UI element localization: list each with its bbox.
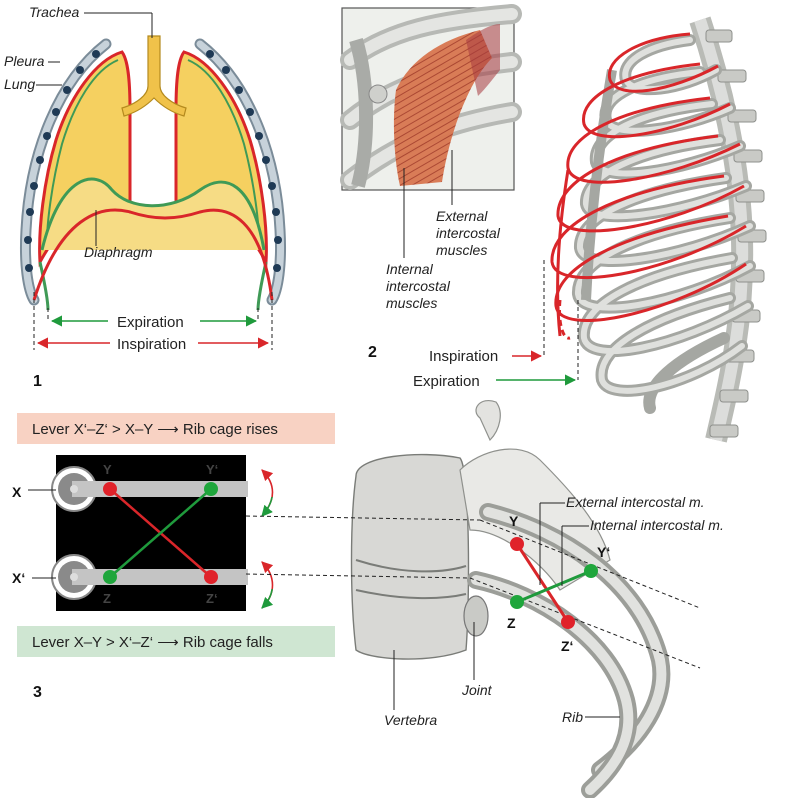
- label-expiration-2: Expiration: [413, 373, 480, 390]
- label-pleura: Pleura: [4, 53, 45, 69]
- label-joint: Joint: [461, 682, 493, 698]
- lever-rise-text: Lever X‘–Z‘ > X–Y ⟶ Rib cage rises: [32, 421, 278, 438]
- point-y-prime: [204, 482, 218, 496]
- vertebra-illustration: [352, 401, 662, 790]
- point-y: [103, 482, 117, 496]
- label-external-2: intercostal: [436, 225, 501, 241]
- point-z: [103, 570, 117, 584]
- label-internal-intercostal: Internal intercostal m.: [590, 517, 724, 533]
- panel-number-3: 3: [33, 684, 42, 701]
- panel-2-ribcage: External intercostal muscles Internal in…: [342, 8, 766, 440]
- label-x: X: [12, 484, 22, 500]
- label-rib: Rib: [562, 709, 583, 725]
- label-internal-3: muscles: [386, 295, 437, 311]
- label-vertebra: Vertebra: [384, 712, 437, 728]
- label-inspiration-1: Inspiration: [117, 336, 186, 353]
- label-external-intercostal: External intercostal m.: [566, 494, 705, 510]
- svg-text:Z: Z: [507, 615, 516, 631]
- svg-text:Z‘: Z‘: [561, 638, 573, 654]
- label-inspiration-2: Inspiration: [429, 348, 498, 365]
- label-external-1: External: [436, 208, 488, 224]
- svg-text:Y: Y: [103, 462, 112, 477]
- label-external-3: muscles: [436, 242, 487, 258]
- label-expiration-1: Expiration: [117, 314, 184, 331]
- svg-text:Z‘: Z‘: [206, 591, 218, 606]
- panel-1-thorax: Trachea Pleura Lung Diaphragm Expiration…: [4, 4, 282, 390]
- lever-fall-text: Lever X–Y > X‘–Z‘ ⟶ Rib cage falls: [32, 634, 273, 651]
- svg-text:Z: Z: [103, 591, 111, 606]
- point-z-prime: [204, 570, 218, 584]
- label-trachea: Trachea: [29, 4, 80, 20]
- panel-number-2: 2: [368, 344, 377, 361]
- label-diaphragm: Diaphragm: [84, 244, 153, 260]
- label-internal-1: Internal: [386, 261, 434, 277]
- label-lung: Lung: [4, 76, 35, 92]
- panel-number-1: 1: [33, 373, 42, 390]
- svg-text:Y‘: Y‘: [597, 544, 610, 560]
- label-internal-2: intercostal: [386, 278, 451, 294]
- label-x-prime: X‘: [12, 570, 25, 586]
- svg-text:Y‘: Y‘: [206, 462, 218, 477]
- panel-3-lever: Lever X‘–Z‘ > X–Y ⟶ Rib cage rises Lever…: [12, 401, 724, 790]
- svg-text:Y: Y: [509, 513, 519, 529]
- ribcage-side: [552, 20, 766, 440]
